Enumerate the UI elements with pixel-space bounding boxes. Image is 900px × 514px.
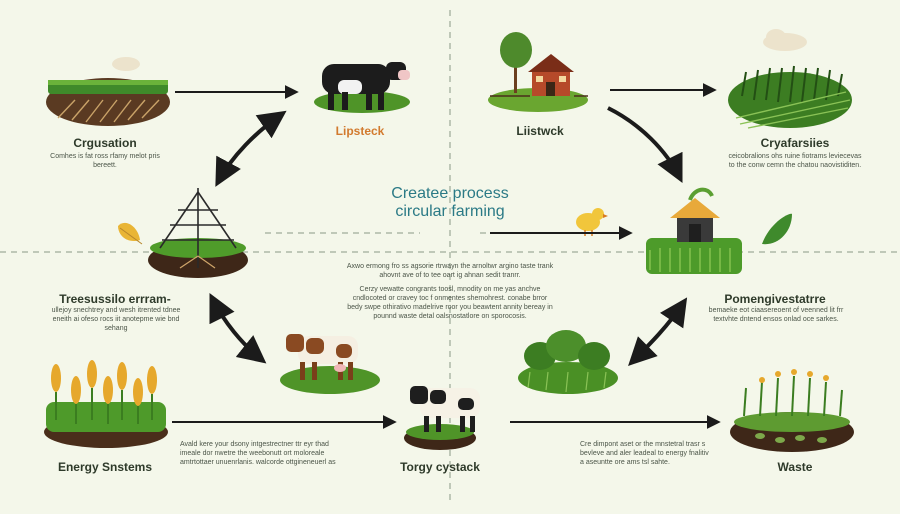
label-bottom-right-desc: Cre dimpont aset or the mnstetral trasr …	[580, 441, 709, 466]
center-paragraph-2: Cerzy vewatte congrants toosl, mnodity o…	[347, 286, 553, 320]
leaf-icon	[118, 222, 143, 245]
label-bottom-center-title: Torgy cystack	[400, 460, 480, 474]
label-top-left-title: Crgusation	[73, 136, 137, 150]
shrub-patch-icon	[518, 330, 618, 394]
label-bottom-right-title: Waste	[777, 460, 813, 474]
label-top-left-desc: Comhes is fat ross rfamy melot pris bere…	[50, 153, 160, 169]
label-bottom-left-title: Energy Snstems	[57, 460, 153, 474]
label-top-right-title: Cryafarsiies	[760, 136, 830, 150]
wheat-field-icon	[44, 360, 168, 448]
label-farmhouse-title: Liistwck	[516, 124, 564, 138]
farmhouse-icon	[488, 32, 588, 112]
diagram-title: Createe process circular farming	[360, 185, 540, 221]
waste-soil-icon	[730, 369, 854, 452]
label-bottom-left-desc: Avald kere your dsony intgestrectner ttr…	[180, 441, 336, 466]
label-mid-right-title: Pomengivestatrre	[724, 292, 826, 306]
diagram-title-line1: Createe process	[391, 185, 509, 202]
cow-icon	[280, 334, 380, 394]
leaf-icon	[762, 213, 792, 245]
label-mid-right-desc: bemaeke eot ciaasereoent of veenned lit …	[708, 307, 844, 323]
crop-field-top-right	[728, 65, 852, 129]
cow-icon	[404, 386, 480, 450]
barn-icon	[646, 187, 742, 274]
trellis-plant-icon	[148, 188, 248, 278]
cycle-arrows	[209, 106, 688, 366]
cloud-icon	[112, 29, 807, 71]
diagram-title-line2: circular farming	[395, 203, 505, 220]
chick-icon	[576, 208, 608, 236]
label-mid-left-title: Treesussilo errram-	[59, 292, 171, 306]
center-description: Axwo ermong fro ss agsorie rtrwayn the a…	[345, 262, 555, 326]
cow-icon	[314, 62, 410, 113]
flow-arrows	[172, 83, 721, 429]
label-top-right-desc: ceicobralions ohs ruine fiotrams leviece…	[728, 153, 862, 169]
label-mid-left-desc: ullejoy snechtrey and wesh itrented tdne…	[51, 307, 181, 332]
crop-patch-top-left	[46, 78, 170, 126]
center-paragraph-1: Axwo ermong fro ss agsorie rtrwayn the a…	[346, 263, 554, 279]
label-cow-top-title: Lipsteck	[335, 124, 385, 138]
